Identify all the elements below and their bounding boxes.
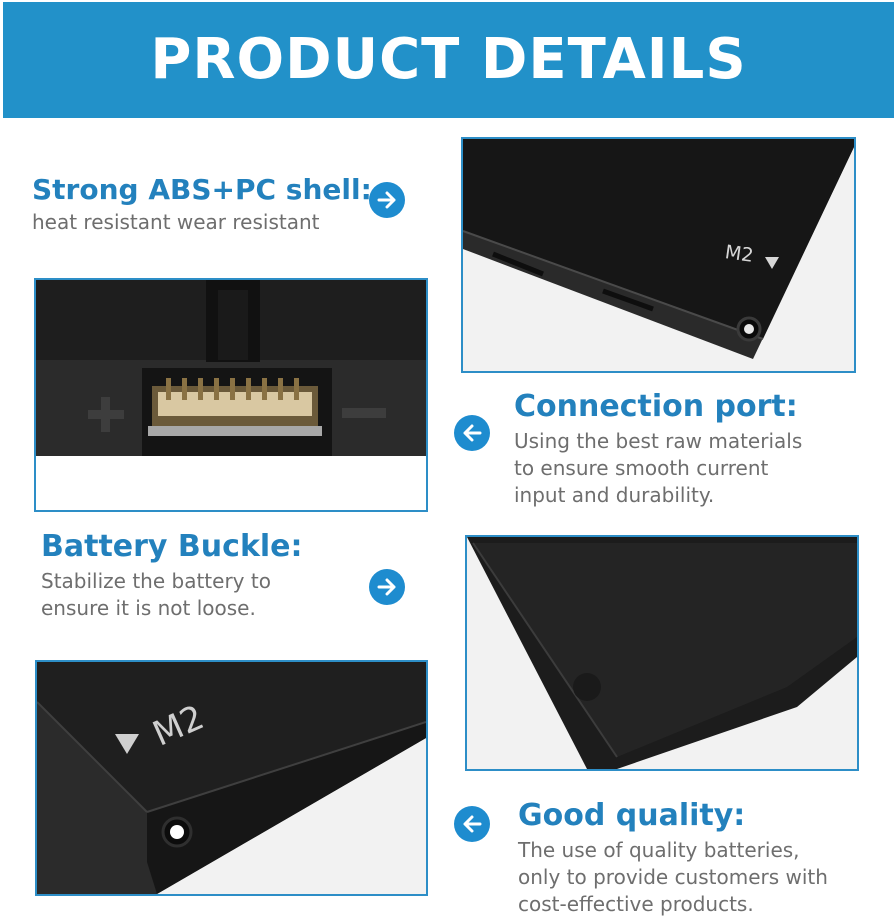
feature-buckle-title: Battery Buckle: (41, 529, 303, 564)
feature-quality-desc-1: The use of quality batteries, (518, 838, 800, 862)
header-banner: PRODUCT DETAILS (3, 2, 894, 118)
battery-photo-bottom-left: M2 (35, 660, 428, 896)
feature-shell-title: Strong ABS+PC shell: (32, 173, 372, 206)
arrow-left-icon (454, 806, 490, 842)
feature-buckle: Battery Buckle: Stabilize the battery to… (41, 532, 303, 622)
feature-port-title: Connection port: (514, 389, 798, 424)
arrow-right-icon (369, 182, 405, 218)
battery-marking-top: M2 (723, 241, 755, 267)
feature-port-desc-3: input and durability. (514, 483, 715, 507)
feature-port-desc-2: to ensure smooth current (514, 456, 769, 480)
page-title: PRODUCT DETAILS (150, 27, 747, 92)
feature-quality-desc-3: cost-effective products. (518, 892, 754, 916)
feature-port: Connection port: Using the best raw mate… (514, 392, 802, 509)
arrow-right-icon (369, 569, 405, 605)
battery-photo-middle-right (465, 535, 859, 771)
triangle-marker-icon (115, 734, 139, 754)
feature-quality-title: Good quality: (518, 798, 746, 833)
battery-photo-top-right: M2 (461, 137, 856, 373)
triangle-marker-icon (765, 257, 779, 269)
feature-port-desc-1: Using the best raw materials (514, 429, 803, 453)
feature-shell: Strong ABS+PC shell: heat resistant wear… (32, 173, 372, 235)
feature-buckle-desc-1: Stabilize the battery to (41, 569, 271, 593)
arrow-left-icon (454, 415, 490, 451)
feature-buckle-desc-2: ensure it is not loose. (41, 596, 256, 620)
feature-quality-desc-2: only to provide customers with (518, 865, 828, 889)
feature-quality: Good quality: The use of quality batteri… (518, 801, 828, 918)
connector-photo (34, 278, 428, 512)
feature-shell-desc-1: heat resistant wear resistant (32, 210, 320, 234)
